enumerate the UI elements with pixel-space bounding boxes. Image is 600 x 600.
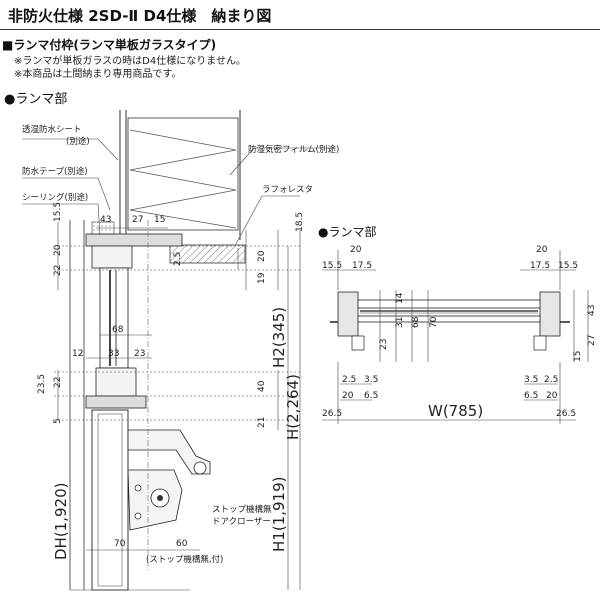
rdim-70: 70	[429, 316, 439, 328]
label-stop: ストップ機構無	[212, 504, 272, 515]
rdim-43: 43	[587, 305, 597, 316]
rdim-17-5a: 17.5	[352, 261, 372, 271]
rdim-6-5a: 6.5	[364, 391, 378, 401]
dim-23-5: 23.5	[37, 374, 47, 394]
rdim-15: 15	[573, 351, 583, 362]
detail-title-right: ●ランマ部	[318, 224, 376, 239]
dim-27: 27	[132, 215, 143, 225]
label-sheet: 透湿防水シート	[22, 124, 82, 135]
rdim-w: W(785)	[428, 402, 483, 420]
dim-5: 5	[53, 418, 63, 424]
label-closer: ドアクローザー	[212, 517, 271, 527]
dim-12: 12	[72, 349, 83, 359]
dim-43: 43	[100, 215, 111, 225]
dim-20a: 20	[53, 244, 63, 256]
rdim-20b: 20	[536, 245, 548, 255]
dim-19: 19	[257, 272, 267, 284]
dim-h: H(2,264)	[284, 374, 302, 440]
section-title: ■ランマ付枠(ランマ単板ガラスタイプ)	[2, 38, 217, 52]
header: 非防火仕様 2SD-Ⅱ D4仕様 納まり図	[0, 0, 600, 32]
dim-23: 23	[134, 349, 145, 359]
rdim-68: 68	[411, 316, 421, 328]
dim-60: 60	[176, 539, 188, 549]
dim-h1: H1(1,919)	[270, 477, 288, 552]
rdim-15-5a: 15.5	[322, 261, 342, 271]
dim-22b: 22	[53, 377, 63, 388]
rdim-3-5b: 3.5	[524, 375, 538, 385]
label-sealing: シーリング(別途)	[22, 192, 88, 203]
note-single-glass: ※ランマが単板ガラスの時はD4仕様になりません。	[14, 56, 246, 67]
label-sheet-sub: (別途)	[66, 136, 90, 147]
label-stop-bottom: (ストップ機構無,付)	[146, 554, 223, 565]
dim-20b: 20	[257, 250, 267, 262]
dim-22: 22	[53, 265, 63, 276]
dim-33: 33	[108, 349, 119, 359]
rdim-27: 27	[587, 335, 597, 346]
dim-2-5: 2.5	[173, 252, 183, 266]
dim-40: 40	[257, 380, 267, 392]
header-rule	[0, 29, 600, 30]
detail-title-left: ●ランマ部	[4, 92, 68, 107]
rdim-17-5b: 17.5	[530, 261, 550, 271]
rdim-15-5b: 15.5	[558, 261, 578, 271]
page-title: 非防火仕様 2SD-Ⅱ D4仕様 納まり図	[8, 7, 272, 25]
dim-18-5: 18.5	[295, 212, 305, 232]
door-leaf	[91, 409, 129, 591]
rdim-26-5a: 26.5	[322, 409, 342, 419]
rdim-26-5b: 26.5	[556, 409, 576, 419]
rdim-3-5a: 3.5	[364, 375, 378, 385]
rdim-20c: 20	[342, 391, 354, 401]
rdim-6-5b: 6.5	[524, 391, 538, 401]
header-beam	[169, 244, 246, 264]
rdim-20a: 20	[350, 245, 362, 255]
insulation	[127, 117, 239, 231]
transom-drawing	[330, 291, 570, 351]
rdim-31: 31	[395, 317, 405, 328]
rdim-2-5b: 2.5	[544, 375, 558, 385]
dim-dh: DH(1,920)	[52, 483, 70, 560]
dim-21: 21	[257, 417, 267, 428]
rdim-23: 23	[379, 339, 389, 350]
dim-70: 70	[114, 539, 126, 549]
dim-15-5: 15.5	[53, 202, 63, 222]
dim-15: 15	[154, 215, 165, 225]
label-tape: 防水テープ(別途)	[22, 166, 88, 177]
label-film: 防湿気密フィルム(別途)	[248, 144, 339, 155]
insulation-zigzag	[129, 129, 237, 229]
note-earth-floor: ※本商品は土間納まり専用商品です。	[14, 69, 182, 80]
dim-68: 68	[112, 325, 124, 335]
rdim-20d: 20	[546, 391, 558, 401]
rdim-2-5a: 2.5	[342, 375, 356, 385]
rdim-14: 14	[395, 292, 405, 304]
dim-h2: H2(345)	[270, 307, 288, 368]
label-lath: ラフォレスタ	[262, 185, 313, 195]
door-closer	[127, 429, 211, 475]
top-frame	[85, 233, 183, 247]
